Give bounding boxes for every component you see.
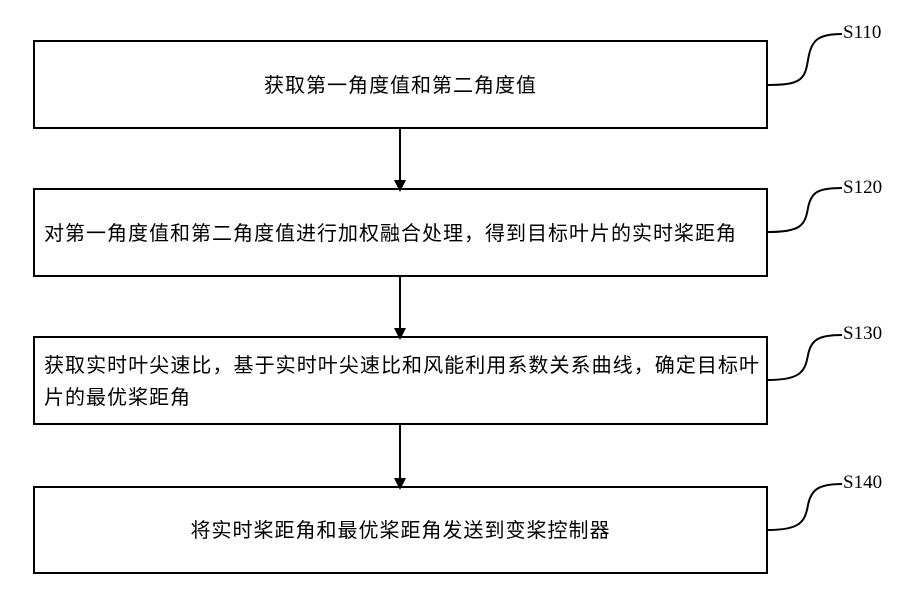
leader-s110 <box>768 34 842 85</box>
leader-s120 <box>768 188 842 232</box>
leader-s130 <box>768 335 842 380</box>
leader-s140 <box>768 484 842 530</box>
